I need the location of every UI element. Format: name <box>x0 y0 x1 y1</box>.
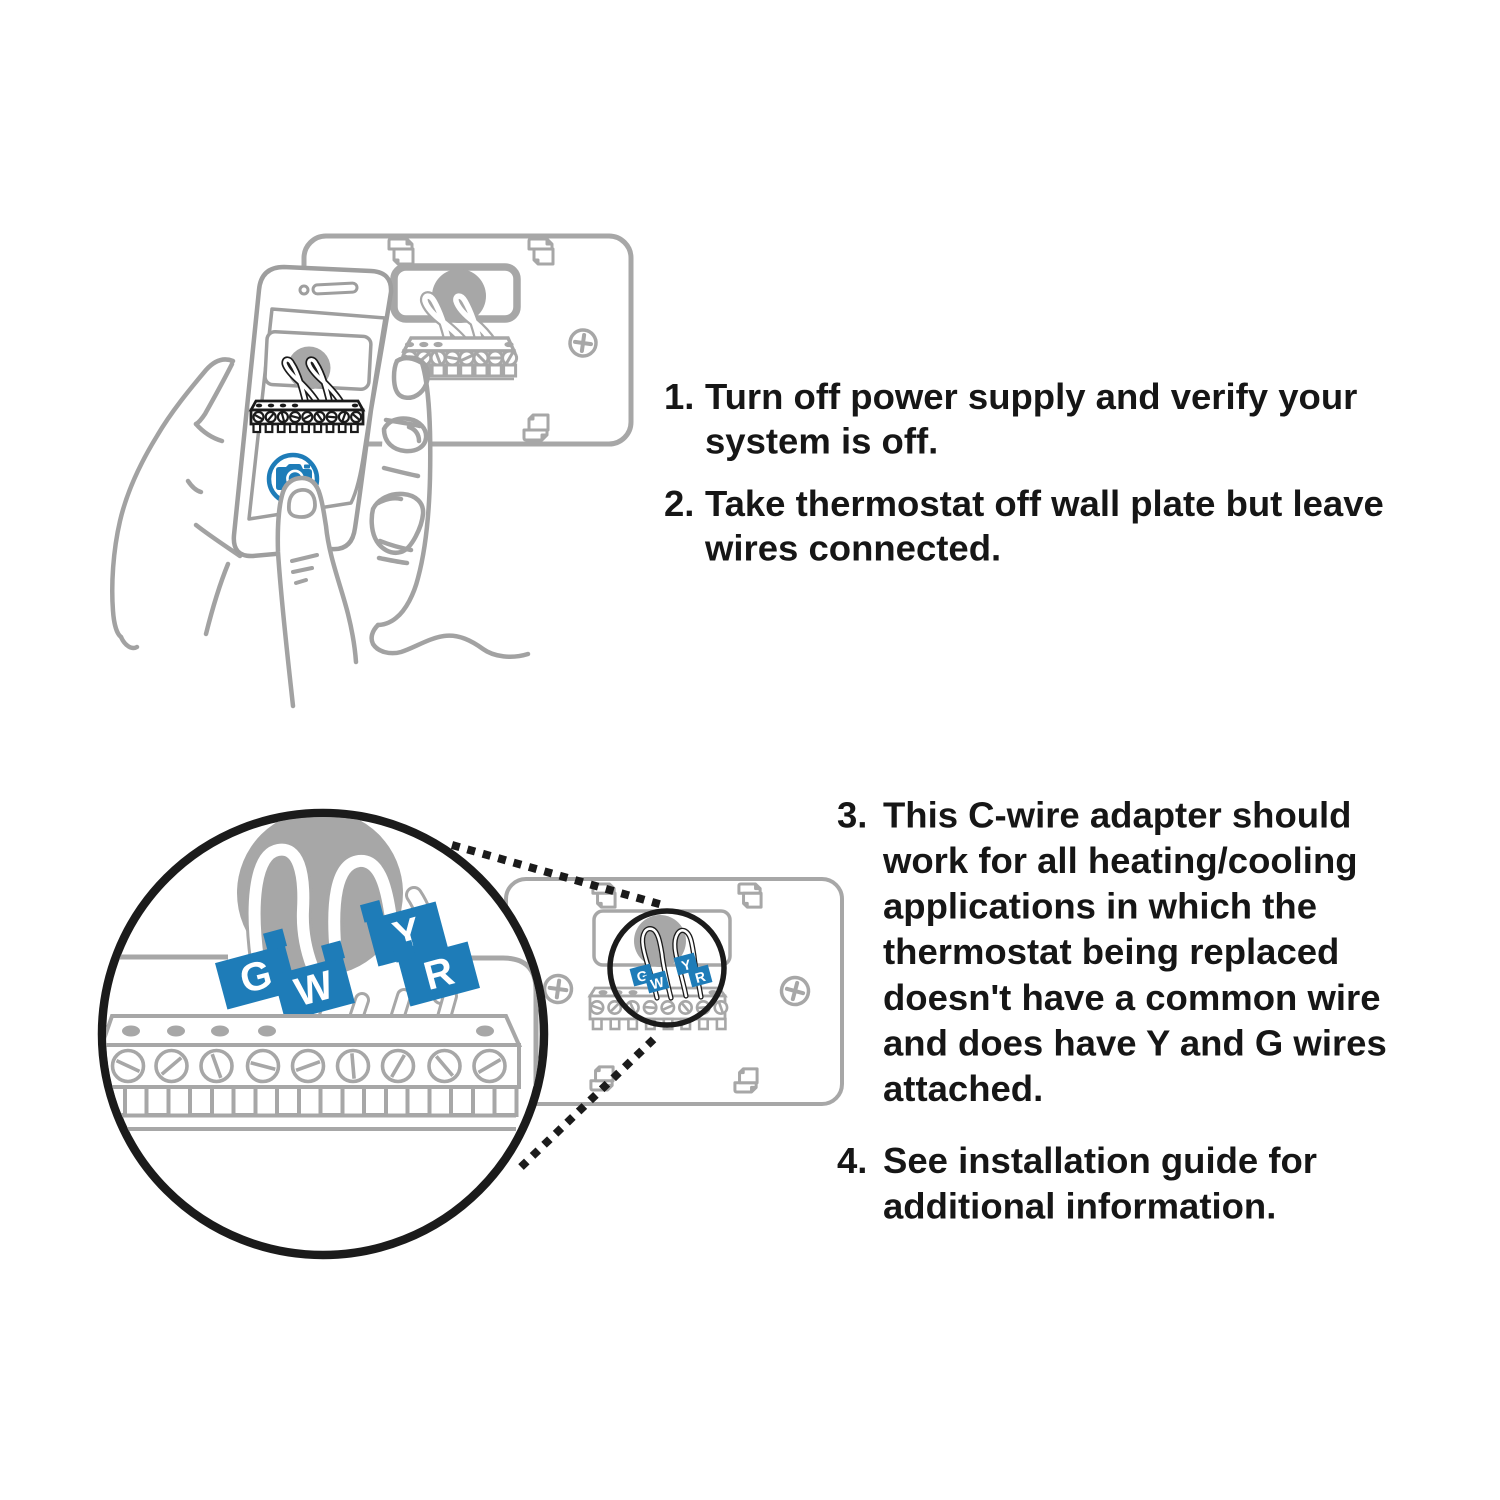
svg-text:4.: 4. <box>837 1140 867 1181</box>
svg-text:and does have Y and G wires: and does have Y and G wires <box>883 1022 1387 1063</box>
svg-text:work for all heating/cooling: work for all heating/cooling <box>882 840 1358 881</box>
svg-text:See installation guide for: See installation guide for <box>883 1140 1317 1181</box>
svg-text:R: R <box>693 968 707 986</box>
svg-text:doesn't have a common wire: doesn't have a common wire <box>883 977 1381 1018</box>
svg-text:attached.: attached. <box>883 1068 1043 1109</box>
svg-text:thermostat being replaced: thermostat being replaced <box>883 931 1339 972</box>
svg-text:Turn off power supply and veri: Turn off power supply and verify your <box>705 376 1357 417</box>
svg-text:Take thermostat off wall plate: Take thermostat off wall plate but leave <box>705 483 1384 524</box>
svg-text:1.: 1. <box>664 376 694 417</box>
svg-text:additional information.: additional information. <box>883 1186 1276 1227</box>
svg-text:W: W <box>649 973 667 992</box>
svg-text:3.: 3. <box>837 794 867 835</box>
svg-text:2.: 2. <box>664 483 694 524</box>
svg-text:wires connected.: wires connected. <box>704 528 1001 569</box>
svg-text:applications in which the: applications in which the <box>883 886 1317 927</box>
svg-text:system is off.: system is off. <box>705 421 938 462</box>
svg-text:This C-wire adapter should: This C-wire adapter should <box>883 794 1351 835</box>
